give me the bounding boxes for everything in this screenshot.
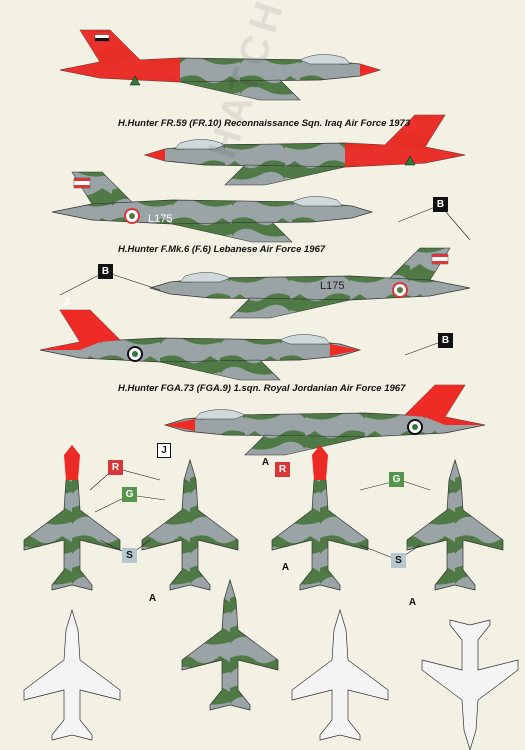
bottomview-3 <box>421 619 519 750</box>
marker-a4: A <box>408 597 417 608</box>
marker-s1: S <box>122 548 137 563</box>
marker-j: J <box>157 443 171 458</box>
topview-iraq-2 <box>406 459 504 591</box>
aircraft-iraq-fr59 <box>59 29 381 101</box>
marker-a2: A <box>281 562 290 573</box>
topview-lebanon <box>271 445 369 591</box>
bottomview-2 <box>291 609 389 741</box>
marker-g2: G <box>389 472 404 487</box>
jordan-code-port: J <box>63 296 69 308</box>
caption-lebanon: H.Hunter F.Mk.6 (F.6) Lebanese Air Force… <box>118 244 326 255</box>
lebanon-serial-starboard: L175 <box>320 280 344 292</box>
marker-b2: B <box>98 264 113 279</box>
aircraft-iraq-fr59-starboard <box>144 114 466 186</box>
aircraft-lebanon-f6-starboard <box>149 247 471 319</box>
marker-g1: G <box>122 487 137 502</box>
lebanon-serial-port: L175 <box>148 213 172 225</box>
marker-b3: B <box>438 333 453 348</box>
aircraft-lebanon-f6 <box>51 171 373 243</box>
bottomview-1 <box>23 609 121 741</box>
caption-jordan: H.Hunter FGA.73 (FGA.9) 1.sqn. Royal Jor… <box>118 383 406 394</box>
topview-center <box>181 579 279 711</box>
aircraft-jordan-fga73 <box>39 309 361 381</box>
marker-r1: R <box>108 460 123 475</box>
caption-iraq: H.Hunter FR.59 (FR.10) Reconnaissance Sq… <box>118 118 411 129</box>
marker-b1: B <box>433 197 448 212</box>
topview-jordan <box>141 459 239 591</box>
marker-a3: A <box>148 593 157 604</box>
marker-r2: R <box>275 462 290 477</box>
marker-a1: A <box>261 457 270 468</box>
aircraft-jordan-fga73-starboard <box>164 384 486 456</box>
marker-s2: S <box>391 553 406 568</box>
topview-iraq <box>23 445 121 591</box>
